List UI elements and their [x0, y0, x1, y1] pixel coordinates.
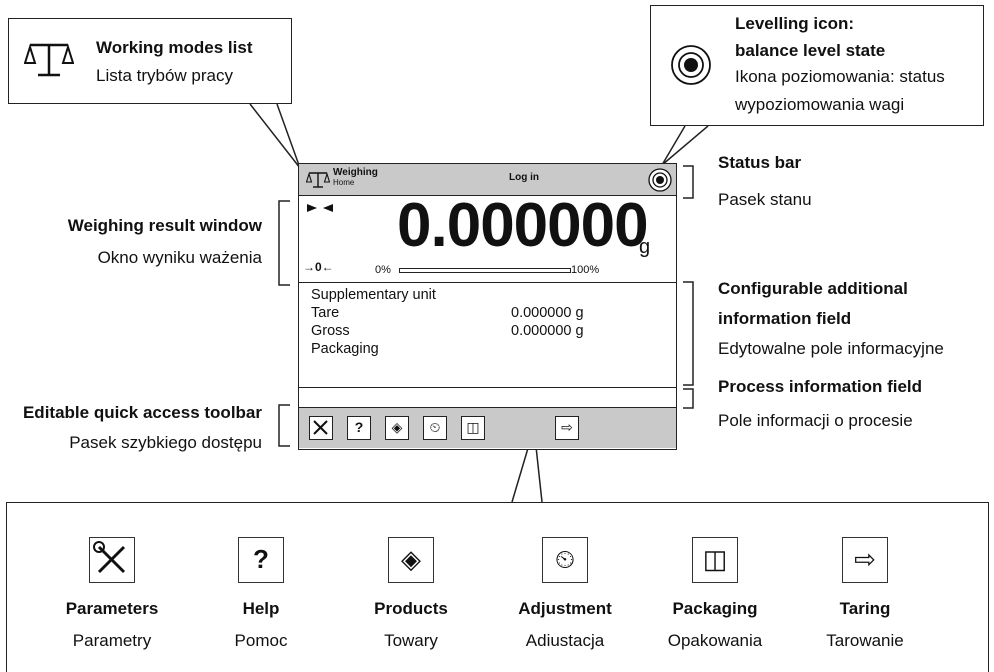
legend-title: Taring — [839, 599, 891, 618]
status-bar: Weighing Home Log in — [299, 164, 676, 196]
result-window-title: Weighing result window — [67, 216, 262, 235]
package-cube-icon: ◫ — [702, 544, 728, 574]
mode-name[interactable]: Weighing — [333, 167, 378, 178]
additional-info-field: Supplementary unit Tare 0.000000 g Gross… — [299, 283, 676, 388]
balance-scale-icon[interactable] — [306, 170, 330, 190]
mode-sub: Home — [333, 178, 355, 187]
legend-subtitle: Adiustacja — [525, 631, 605, 650]
modes-subtitle: Lista trybów pracy — [96, 66, 233, 85]
result-value: 0.000000 — [397, 191, 649, 260]
levelling-callout: Levelling icon: balance level state Ikon… — [650, 5, 984, 126]
legend-subtitle: Opakowania — [667, 631, 763, 650]
info-label: Gross — [311, 323, 350, 339]
legend-title: Help — [242, 599, 280, 618]
modes-callout: Working modes list Lista trybów pracy — [8, 18, 292, 104]
taring-button[interactable]: ⇨ — [555, 416, 579, 440]
config-field-title-1: Configurable additional — [718, 279, 908, 298]
balance-scale-icon — [24, 43, 74, 77]
level-indicator-icon[interactable] — [647, 167, 673, 193]
legend-title: Packaging — [672, 599, 758, 618]
legend-icon-help: ? — [238, 537, 284, 583]
help-book-icon: ? — [354, 419, 364, 435]
weighing-result-window: 0.000000 g →0← 0% 100% — [299, 191, 676, 283]
weight-scale-icon: ⏲ — [554, 544, 576, 574]
toolbar-title: Editable quick access toolbar — [22, 403, 262, 422]
toolbar-legend: ? ◈ ⏲ ◫ ⇨ Parameters Parametry Help Pomo… — [6, 502, 989, 672]
legend-subtitle: Pomoc — [234, 631, 288, 650]
wrench-screwdriver-icon — [313, 420, 328, 435]
levelling-title-2: balance level state — [735, 41, 886, 60]
help-book-icon: ? — [253, 544, 269, 574]
legend-icon-packaging: ◫ — [692, 537, 738, 583]
package-cube-icon: ◫ — [466, 419, 480, 435]
level-indicator-icon — [671, 45, 711, 85]
products-button[interactable]: ◈ — [385, 416, 409, 440]
info-label: Packaging — [311, 341, 379, 357]
legend-subtitle: Parametry — [72, 631, 152, 650]
quick-access-toolbar: ? ◈ ⏲ ◫ ⇨ — [299, 408, 676, 448]
info-value: 0.000000 g — [511, 305, 584, 321]
process-field-title: Process information field — [718, 377, 923, 396]
status-bar-subtitle: Pasek stanu — [718, 190, 812, 209]
weight-scale-icon: ⏲ — [429, 419, 441, 435]
result-unit: g — [639, 236, 651, 258]
modes-title: Working modes list — [96, 38, 253, 57]
legend-icon-taring: ⇨ — [842, 537, 888, 583]
config-field-title-2: information field — [718, 309, 852, 328]
legend-icon-adjustment: ⏲ — [542, 537, 588, 583]
packaging-button[interactable]: ◫ — [461, 416, 485, 440]
parameters-button[interactable] — [309, 416, 333, 440]
levelling-title-1: Levelling icon: — [735, 14, 855, 33]
levelling-sub-2: wypoziomowania wagi — [735, 95, 905, 114]
adjustment-button[interactable]: ⏲ — [423, 416, 447, 440]
stability-marker-icon — [307, 204, 333, 212]
products-box-icon: ◈ — [401, 544, 421, 574]
legend-title: Adjustment — [518, 599, 612, 618]
legend-subtitle: Towary — [384, 631, 438, 650]
legend-icon-products: ◈ — [388, 537, 434, 583]
info-label: Supplementary unit — [311, 287, 436, 303]
toolbar-subtitle: Pasek szybkiego dostępu — [69, 433, 262, 452]
process-field-subtitle: Pole informacji o procesie — [718, 411, 913, 430]
taring-t-icon: ⇨ — [854, 544, 876, 574]
config-field-subtitle: Edytowalne pole informacyjne — [718, 339, 944, 358]
balance-screen: Weighing Home Log in 0.000000 g →0← 0% 1… — [298, 163, 677, 450]
login-button[interactable]: Log in — [509, 172, 539, 183]
taring-t-icon: ⇨ — [561, 419, 573, 435]
info-label: Tare — [311, 305, 340, 321]
zero-indicator: →0← — [303, 260, 334, 274]
bar-min-label: 0% — [375, 264, 391, 276]
wrench-screwdriver-icon — [93, 541, 126, 574]
process-info-field — [299, 388, 676, 408]
status-bar-title: Status bar — [718, 153, 802, 172]
levelling-sub-1: Ikona poziomowania: status — [735, 67, 945, 86]
products-box-icon: ◈ — [391, 419, 403, 435]
legend-title: Products — [374, 599, 448, 618]
legend-icon-parameters — [89, 537, 135, 583]
info-value: 0.000000 g — [511, 323, 584, 339]
help-button[interactable]: ? — [347, 416, 371, 440]
load-bar — [399, 268, 571, 273]
legend-title: Parameters — [65, 599, 159, 618]
result-window-subtitle: Okno wyniku ważenia — [97, 248, 262, 267]
legend-subtitle: Tarowanie — [826, 631, 904, 650]
bar-max-label: 100% — [571, 264, 600, 276]
